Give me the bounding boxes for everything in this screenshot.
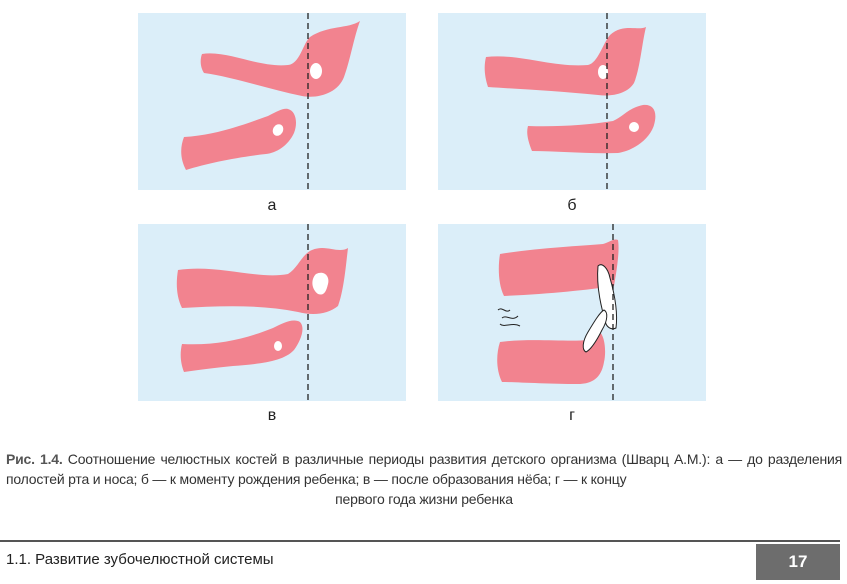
tooth-germ-lower bbox=[274, 341, 282, 351]
lower-jaw-shape bbox=[497, 330, 606, 384]
jaw-diagram-a bbox=[181, 13, 360, 190]
panel-label-b: б bbox=[567, 197, 577, 214]
figure-panel-b bbox=[438, 13, 706, 190]
caption-body: Соотношение челюстных костей в различные… bbox=[6, 451, 842, 487]
jaw-diagram-v bbox=[176, 224, 348, 401]
erupting-tooth-lower bbox=[582, 309, 608, 353]
panel-label-v: в bbox=[267, 407, 277, 424]
section-title: 1.1. Развитие зубочелюстной системы bbox=[6, 551, 274, 568]
figure-panel-v bbox=[138, 224, 406, 401]
lip-contour-upper bbox=[497, 308, 511, 312]
upper-jaw-shape bbox=[176, 248, 348, 314]
jaw-diagram-b bbox=[484, 13, 656, 190]
tooth-germ-lower bbox=[629, 122, 639, 132]
lower-jaw-shape bbox=[527, 104, 656, 154]
erupting-tooth-upper bbox=[597, 264, 617, 330]
tooth-germ-lower bbox=[272, 124, 284, 136]
tooth-germ-upper bbox=[312, 272, 329, 295]
tooth-germ-upper bbox=[598, 65, 608, 79]
panel-label-a: а bbox=[267, 197, 277, 214]
footer-divider bbox=[0, 540, 840, 542]
figure-panel-g bbox=[438, 224, 706, 401]
upper-jaw-shape bbox=[484, 27, 646, 96]
lower-jaw-shape bbox=[180, 320, 303, 372]
upper-jaw-shape bbox=[498, 239, 619, 296]
lip-contour-lower bbox=[499, 315, 521, 327]
figure-panel-a bbox=[138, 13, 406, 190]
jaw-diagram-g bbox=[497, 224, 619, 401]
tooth-germ-upper bbox=[310, 63, 322, 79]
figure-caption: Рис. 1.4. Соотношение челюстных костей в… bbox=[6, 449, 842, 509]
upper-jaw-shape bbox=[200, 21, 360, 97]
lower-jaw-shape bbox=[181, 108, 296, 170]
caption-last-line: первого года жизни ребенка bbox=[335, 491, 513, 507]
caption-lead: Рис. 1.4. bbox=[6, 451, 63, 467]
panel-label-g: г bbox=[569, 407, 575, 424]
page-number-badge: 17 bbox=[756, 544, 840, 580]
